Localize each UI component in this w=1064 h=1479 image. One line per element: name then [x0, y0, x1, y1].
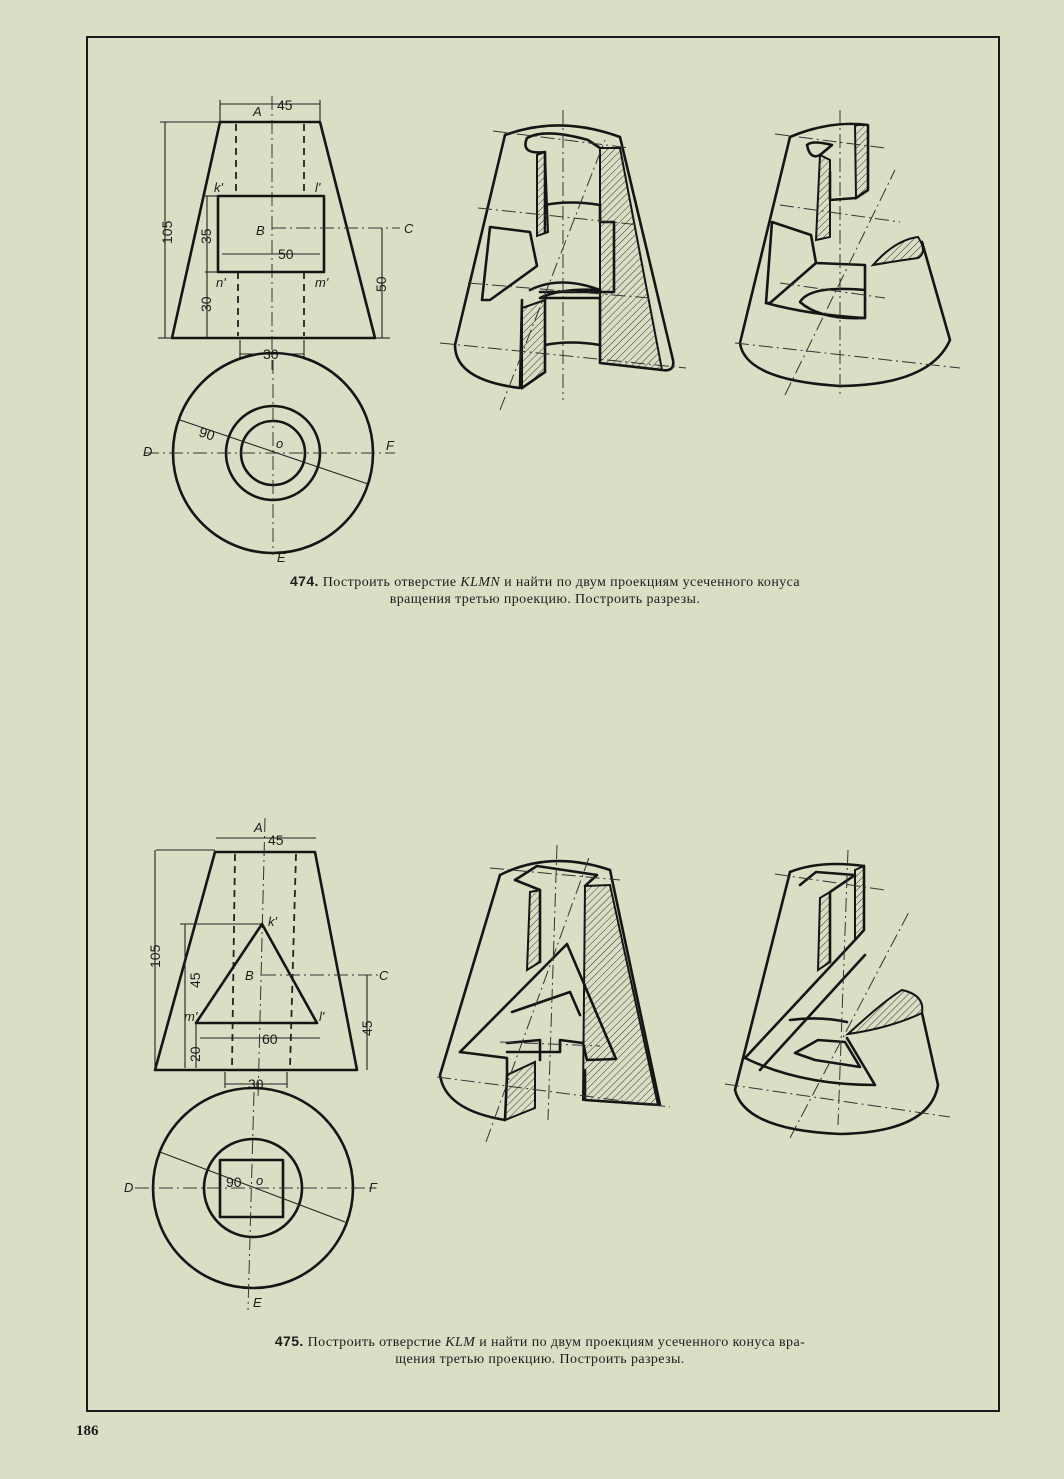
- p474-caption: 474. Построить отверстие KLMN и найти по…: [150, 573, 940, 608]
- p475-caption-line2: щения третью проекцию. Построить разрезы…: [395, 1352, 685, 1367]
- dim-right: 45: [359, 1020, 375, 1036]
- label-C: C: [404, 221, 414, 236]
- label-C: C: [379, 968, 389, 983]
- label-k: k': [268, 914, 278, 929]
- label-E: E: [277, 550, 286, 565]
- label-D: D: [124, 1180, 133, 1195]
- p474-caption-post: и найти по двум проекциям усеченного кон…: [504, 575, 801, 590]
- p475-caption-var: KLM: [445, 1335, 476, 1350]
- p475-caption: 475. Построить отверстие KLM и найти по …: [130, 1333, 950, 1368]
- dim-top: 45: [277, 97, 293, 113]
- dim-diameter: 90: [197, 424, 217, 444]
- label-O: o: [256, 1173, 263, 1188]
- page-number: 186: [76, 1423, 99, 1439]
- p474-caption-pre: Построить отверстие: [322, 575, 457, 590]
- dim-diameter: 90: [226, 1174, 242, 1190]
- label-D: D: [143, 444, 152, 459]
- dim-height: 105: [147, 944, 163, 968]
- p474-caption-line1: 474. Построить отверстие KLMN и найти по…: [150, 573, 940, 591]
- label-l: l': [315, 180, 321, 195]
- p474-number: 474.: [289, 573, 319, 589]
- label-m: m': [184, 1009, 198, 1024]
- dim-top: 45: [268, 832, 284, 848]
- label-k: k': [214, 180, 224, 195]
- p475-number: 475.: [274, 1333, 304, 1349]
- page-frame: [86, 36, 1000, 1412]
- label-l: l': [319, 1009, 325, 1024]
- p475-caption-pre: Построить отверстие: [307, 1335, 442, 1350]
- label-F: F: [386, 438, 395, 453]
- label-F: F: [369, 1180, 378, 1195]
- dim-bottom-offset: 20: [187, 1046, 203, 1062]
- label-O: o: [276, 436, 283, 451]
- label-E: E: [253, 1295, 262, 1310]
- p475-caption-line1: 475. Построить отверстие KLM и найти по …: [130, 1333, 950, 1351]
- dim-height: 105: [159, 220, 175, 244]
- p474-caption-var: KLMN: [460, 575, 501, 590]
- dim-hole-height: 35: [198, 228, 214, 244]
- label-n: n': [216, 275, 226, 290]
- dim-right: 50: [373, 276, 389, 292]
- label-B: B: [256, 223, 265, 238]
- dim-tri-width: 60: [262, 1031, 278, 1047]
- p474-caption-line2: вращения третью проекцию. Построить разр…: [389, 592, 701, 607]
- dim-bottom-offset: 30: [198, 296, 214, 312]
- dim-hole-width: 50: [278, 246, 294, 262]
- label-m: m': [315, 275, 329, 290]
- dim-tri-height: 45: [187, 972, 203, 988]
- p475-caption-post: и найти по двум проекциям усеченного кон…: [479, 1335, 806, 1350]
- label-A: A: [253, 820, 263, 835]
- label-B: B: [245, 968, 254, 983]
- label-A: A: [252, 104, 262, 119]
